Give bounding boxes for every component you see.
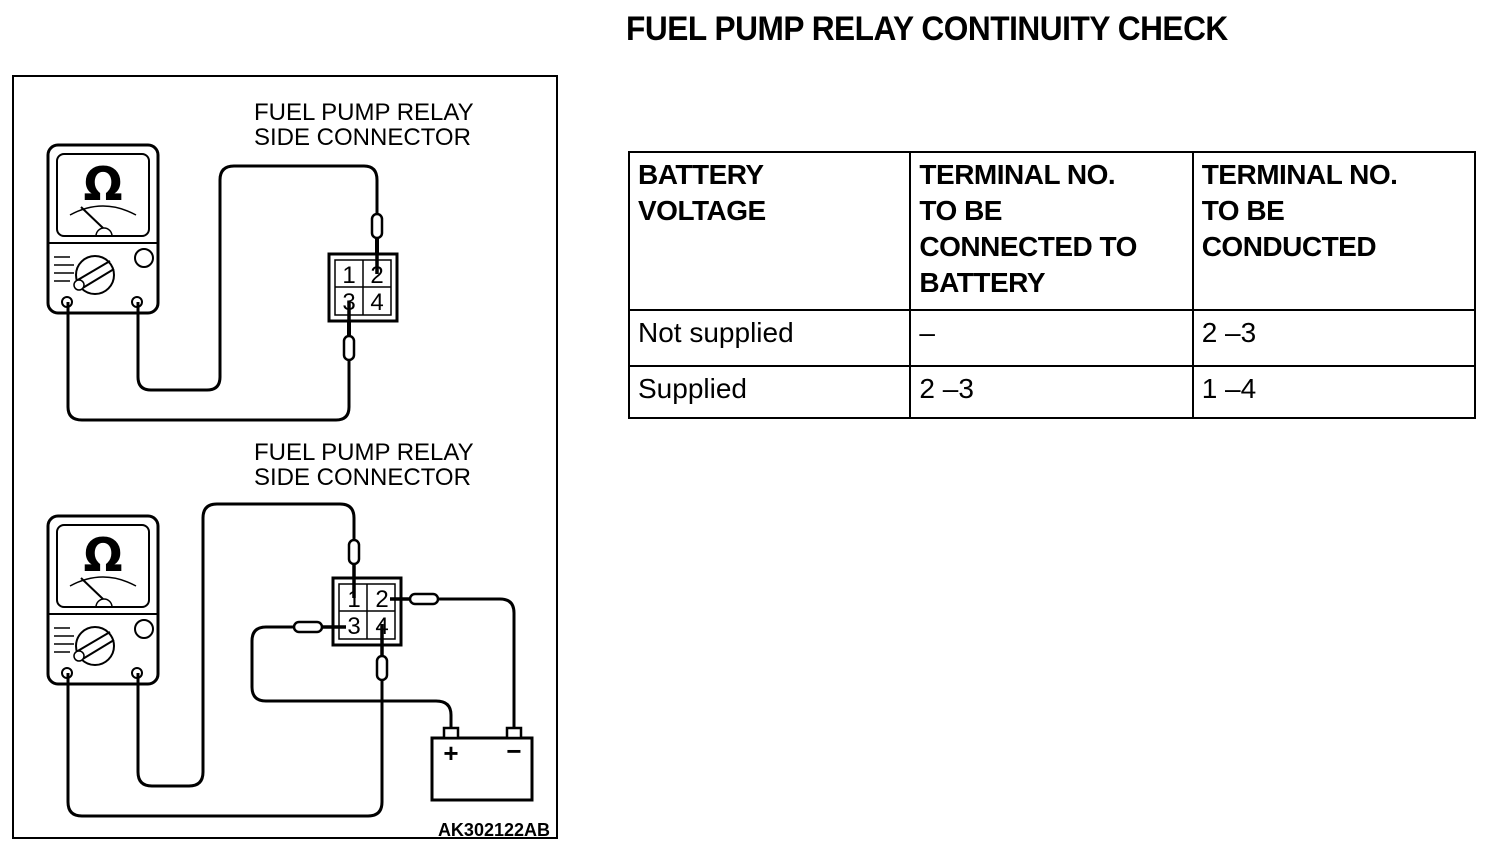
bottom-probe-4-icon [375,654,389,682]
cell-conducted-terminals: 1 –4 [1191,365,1477,419]
header-line: TERMINAL NO. [1201,159,1398,190]
top-terminal-2: 2 [370,262,383,289]
top-terminal-4: 4 [370,289,383,316]
header-line: TERMINAL NO. [919,159,1116,190]
header-line: TO BE [919,195,1002,226]
header-terminal-connected: TERMINAL NO. TO BE CONNECTED TO BATTERY [909,151,1194,311]
top-probe-3-icon [342,334,356,362]
header-line: CONNECTED TO [919,231,1137,262]
battery-minus-label: − [506,736,521,766]
header-line: VOLTAGE [638,195,766,226]
bottom-ohmmeter-icon: Ω [46,514,160,686]
top-relay-connector: 1 2 3 4 [327,252,399,323]
header-battery-voltage: BATTERY VOLTAGE [627,151,912,311]
top-wire-to-terminal-2 [136,164,379,392]
diagram-figure: FUEL PUMP RELAY SIDE CONNECTOR Ω 1 2 3 4… [12,75,558,840]
header-line: BATTERY [638,159,764,190]
header-line: BATTERY [919,267,1046,298]
battery-clip-3-icon [292,620,324,634]
table-row: Supplied 2 –3 1 –4 [627,365,1477,419]
bottom-probe-1-icon [347,538,361,566]
top-terminal-1: 1 [342,262,355,289]
bottom-relay-connector: 1 2 3 4 [331,576,403,647]
page-title: FUEL PUMP RELAY CONTINUITY CHECK [626,10,1228,48]
cell-conducted-terminals: 2 –3 [1191,309,1477,367]
header-terminal-conducted: TERMINAL NO. TO BE CONDUCTED [1191,151,1477,311]
bottom-connector-label-line1: FUEL PUMP RELAY [254,439,474,466]
bottom-ohm-symbol: Ω [83,528,122,582]
top-wire-to-terminal-3 [66,302,351,422]
battery-clip-2-icon [408,592,440,606]
cell-connected-terminals: 2 –3 [909,365,1194,419]
top-connector-label-line2: SIDE CONNECTOR [254,124,471,151]
table-row: Not supplied – 2 –3 [627,309,1477,367]
bottom-terminal-1: 1 [347,586,360,613]
figure-code: AK302122AB [438,820,550,840]
header-line: TO BE [1201,195,1285,226]
bottom-wire-to-terminal-1 [136,502,356,788]
bottom-wire-to-terminal-4 [66,673,384,818]
battery-positive-wire-to-terminal-3 [250,625,453,728]
cell-connected-terminals: – [909,309,1194,367]
bottom-connector-label-line2: SIDE CONNECTOR [254,464,471,491]
battery-icon: + − [430,726,534,802]
top-connector-label-line1: FUEL PUMP RELAY [254,99,474,126]
top-probe-2-icon [370,212,384,240]
top-ohmmeter-icon: Ω [46,143,160,315]
battery-plus-label: + [443,738,458,768]
continuity-table: BATTERY VOLTAGE TERMINAL NO. TO BE CONNE… [627,151,1477,419]
bottom-terminal-3: 3 [347,613,360,640]
cell-battery-voltage: Supplied [627,365,912,419]
cell-battery-voltage: Not supplied [627,309,912,367]
header-line: CONDUCTED [1201,231,1377,262]
top-ohm-symbol: Ω [83,157,122,211]
bottom-terminal-2: 2 [375,586,388,613]
table-header-row: BATTERY VOLTAGE TERMINAL NO. TO BE CONNE… [627,151,1477,311]
battery-negative-wire-to-terminal-2 [438,597,516,728]
